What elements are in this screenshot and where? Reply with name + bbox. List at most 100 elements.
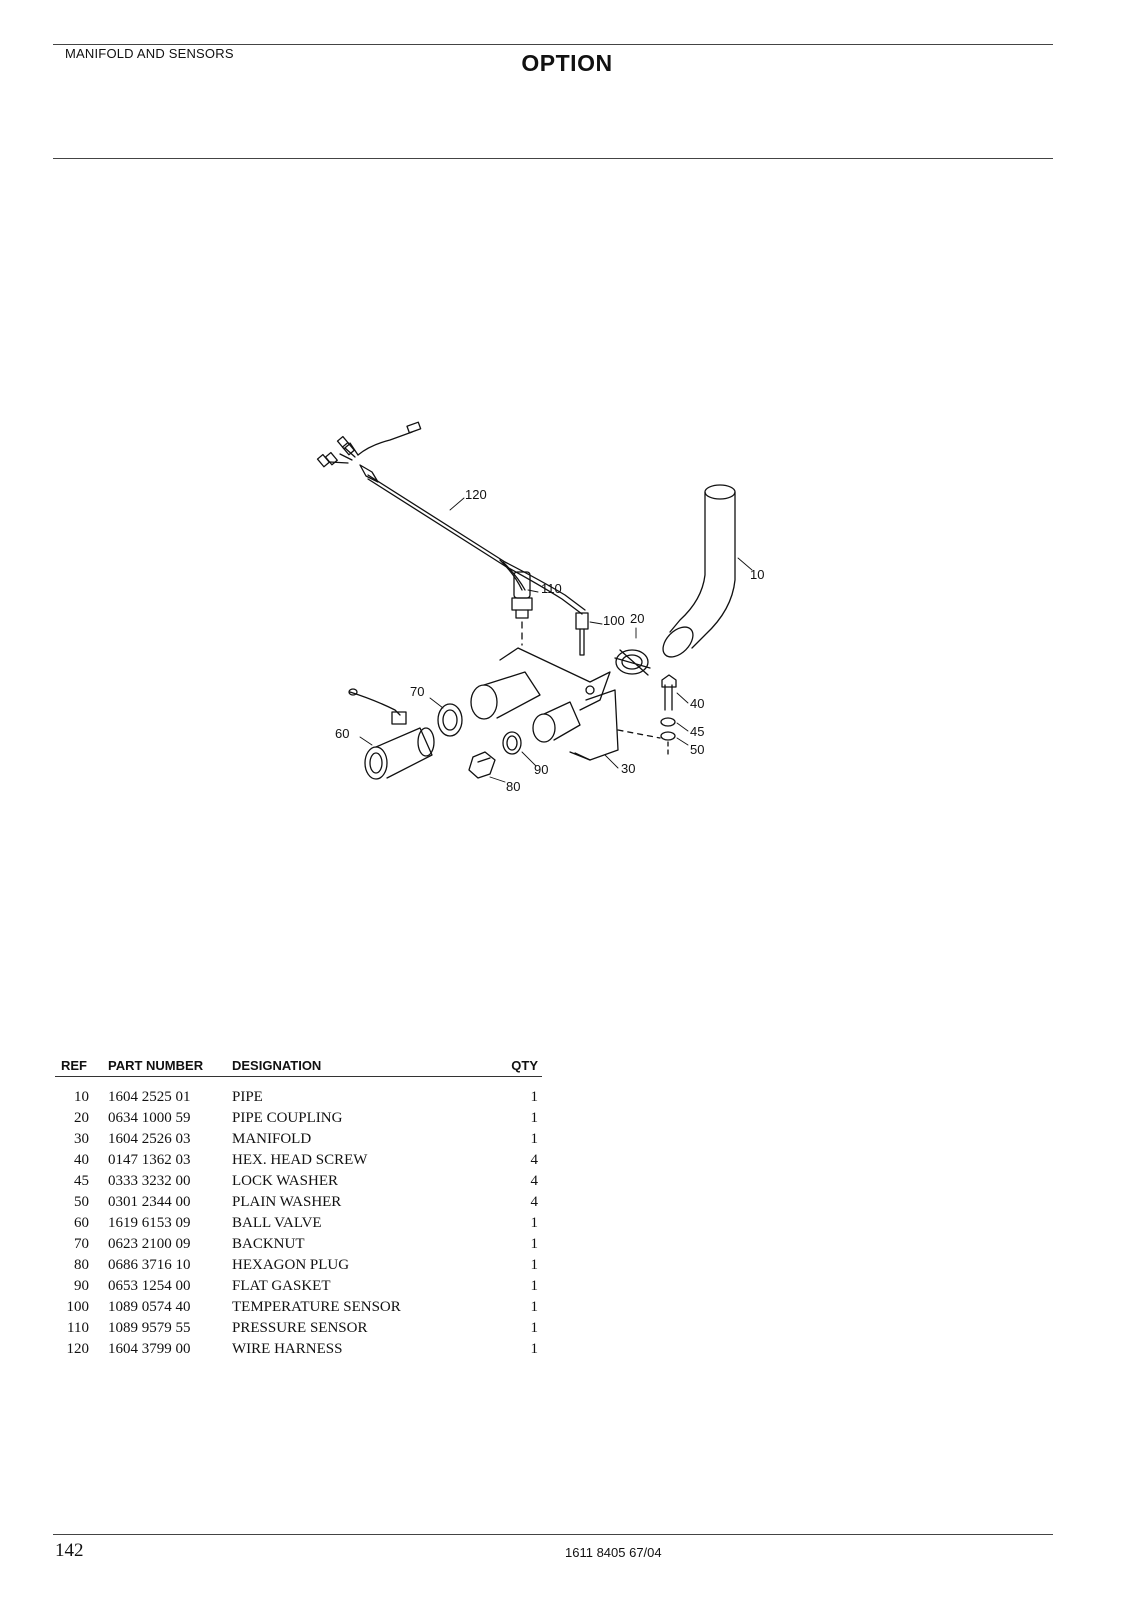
cell-qty: 1 bbox=[530, 1215, 539, 1231]
callout-70: 70 bbox=[410, 684, 424, 699]
cell-qty: 1 bbox=[530, 1278, 539, 1294]
cell-designation: BACKNUT bbox=[232, 1236, 305, 1252]
parts-table: REF PART NUMBER DESIGNATION QTY 10 1604 2… bbox=[55, 1058, 542, 1360]
cell-part-number: 1604 3799 00 bbox=[108, 1341, 191, 1357]
cell-part-number: 0147 1362 03 bbox=[108, 1152, 191, 1168]
footer-rule bbox=[53, 1534, 1053, 1535]
cell-designation: BALL VALVE bbox=[232, 1215, 322, 1231]
cell-part-number: 1089 0574 40 bbox=[108, 1299, 191, 1315]
callout-40: 40 bbox=[690, 696, 704, 711]
pipe-coupling-drawing bbox=[614, 649, 651, 676]
callout-30: 30 bbox=[621, 761, 635, 776]
table-row: 30 1604 2526 03 MANIFOLD 1 bbox=[55, 1129, 542, 1150]
cell-ref: 120 bbox=[66, 1341, 90, 1357]
cell-designation: FLAT GASKET bbox=[232, 1278, 331, 1294]
cell-designation: MANIFOLD bbox=[232, 1131, 312, 1147]
cell-part-number: 1619 6153 09 bbox=[108, 1215, 191, 1231]
cell-qty: 1 bbox=[530, 1131, 539, 1147]
cell-ref: 110 bbox=[67, 1320, 89, 1336]
cell-qty: 4 bbox=[530, 1173, 539, 1189]
pressure-sensor-drawing bbox=[511, 571, 533, 646]
column-header-qty: QTY bbox=[494, 1058, 542, 1077]
callout-10: 10 bbox=[750, 567, 764, 582]
cell-ref: 10 bbox=[74, 1089, 89, 1105]
cell-qty: 4 bbox=[530, 1194, 539, 1210]
table-row: 45 0333 3232 00 LOCK WASHER 4 bbox=[55, 1171, 542, 1192]
cell-part-number: 0333 3232 00 bbox=[108, 1173, 191, 1189]
callout-120: 120 bbox=[465, 487, 487, 502]
cell-part-number: 1604 2526 03 bbox=[108, 1131, 191, 1147]
parts-table-header: REF PART NUMBER DESIGNATION QTY bbox=[55, 1058, 542, 1077]
document-number: 1611 8405 67/04 bbox=[565, 1545, 662, 1560]
cell-ref: 40 bbox=[74, 1152, 89, 1168]
cell-qty: 1 bbox=[530, 1257, 539, 1273]
table-row: 50 0301 2344 00 PLAIN WASHER 4 bbox=[55, 1192, 542, 1213]
table-row: 80 0686 3716 10 HEXAGON PLUG 1 bbox=[55, 1255, 542, 1276]
hexagon-plug-drawing bbox=[468, 751, 496, 779]
manifold-drawing bbox=[470, 647, 619, 761]
callout-80: 80 bbox=[506, 779, 520, 794]
cell-designation: HEXAGON PLUG bbox=[232, 1257, 350, 1273]
ball-valve-drawing bbox=[348, 688, 435, 780]
callout-100: 100 bbox=[603, 613, 625, 628]
callout-50: 50 bbox=[690, 742, 704, 757]
table-row: 110 1089 9579 55 PRESSURE SENSOR 1 bbox=[55, 1318, 542, 1339]
pipe-drawing bbox=[662, 484, 736, 658]
cell-ref: 50 bbox=[74, 1194, 89, 1210]
cell-ref: 20 bbox=[74, 1110, 89, 1126]
table-row: 120 1604 3799 00 WIRE HARNESS 1 bbox=[55, 1339, 542, 1360]
callout-90: 90 bbox=[534, 762, 548, 777]
column-header-ref: REF bbox=[55, 1058, 108, 1077]
table-row: 70 0623 2100 09 BACKNUT 1 bbox=[55, 1234, 542, 1255]
cell-qty: 1 bbox=[530, 1299, 539, 1315]
backnut-drawing bbox=[437, 703, 463, 737]
cell-designation: TEMPERATURE SENSOR bbox=[232, 1299, 401, 1315]
cell-part-number: 1089 9579 55 bbox=[108, 1320, 191, 1336]
cell-qty: 1 bbox=[530, 1320, 539, 1336]
cell-qty: 1 bbox=[530, 1110, 539, 1126]
cell-designation: PLAIN WASHER bbox=[232, 1194, 342, 1210]
cell-ref: 80 bbox=[74, 1257, 89, 1273]
exploded-parts-diagram: 120 110 100 20 10 70 60 40 45 50 90 30 8… bbox=[316, 421, 764, 794]
cell-designation: LOCK WASHER bbox=[232, 1173, 338, 1189]
page-heading: OPTION bbox=[521, 50, 613, 76]
cell-designation: WIRE HARNESS bbox=[232, 1341, 343, 1357]
cell-part-number: 0623 2100 09 bbox=[108, 1236, 191, 1252]
callout-45: 45 bbox=[690, 724, 704, 739]
cell-ref: 30 bbox=[74, 1131, 89, 1147]
cell-part-number: 0634 1000 59 bbox=[108, 1110, 191, 1126]
flat-gasket-drawing bbox=[502, 731, 522, 755]
table-row: 20 0634 1000 59 PIPE COUPLING 1 bbox=[55, 1108, 542, 1129]
cell-part-number: 0301 2344 00 bbox=[108, 1194, 191, 1210]
cell-designation: HEX. HEAD SCREW bbox=[232, 1152, 368, 1168]
cell-ref: 70 bbox=[74, 1236, 89, 1252]
cell-ref: 100 bbox=[66, 1299, 90, 1315]
cell-designation: PIPE COUPLING bbox=[232, 1110, 343, 1126]
cell-ref: 45 bbox=[74, 1173, 89, 1189]
cell-designation: PRESSURE SENSOR bbox=[232, 1320, 368, 1336]
callout-60: 60 bbox=[335, 726, 349, 741]
cell-qty: 1 bbox=[530, 1236, 539, 1252]
header-rule-top bbox=[53, 44, 1053, 45]
callout-110: 110 bbox=[541, 581, 562, 596]
section-title: MANIFOLD AND SENSORS bbox=[65, 46, 234, 61]
header-rule-bottom bbox=[53, 158, 1053, 159]
screw-washers-drawing bbox=[617, 674, 677, 756]
wire-harness-drawing bbox=[316, 421, 586, 615]
temperature-sensor-drawing bbox=[575, 612, 589, 656]
cell-part-number: 0653 1254 00 bbox=[108, 1278, 191, 1294]
cell-designation: PIPE bbox=[232, 1089, 263, 1105]
callout-20: 20 bbox=[630, 611, 644, 626]
table-row: 100 1089 0574 40 TEMPERATURE SENSOR 1 bbox=[55, 1297, 542, 1318]
cell-qty: 1 bbox=[530, 1341, 539, 1357]
callout-leader-lines bbox=[359, 497, 753, 783]
cell-qty: 1 bbox=[530, 1089, 539, 1105]
page-number: 142 bbox=[55, 1540, 84, 1561]
cell-part-number: 0686 3716 10 bbox=[108, 1257, 191, 1273]
column-header-part-number: PART NUMBER bbox=[108, 1058, 232, 1077]
